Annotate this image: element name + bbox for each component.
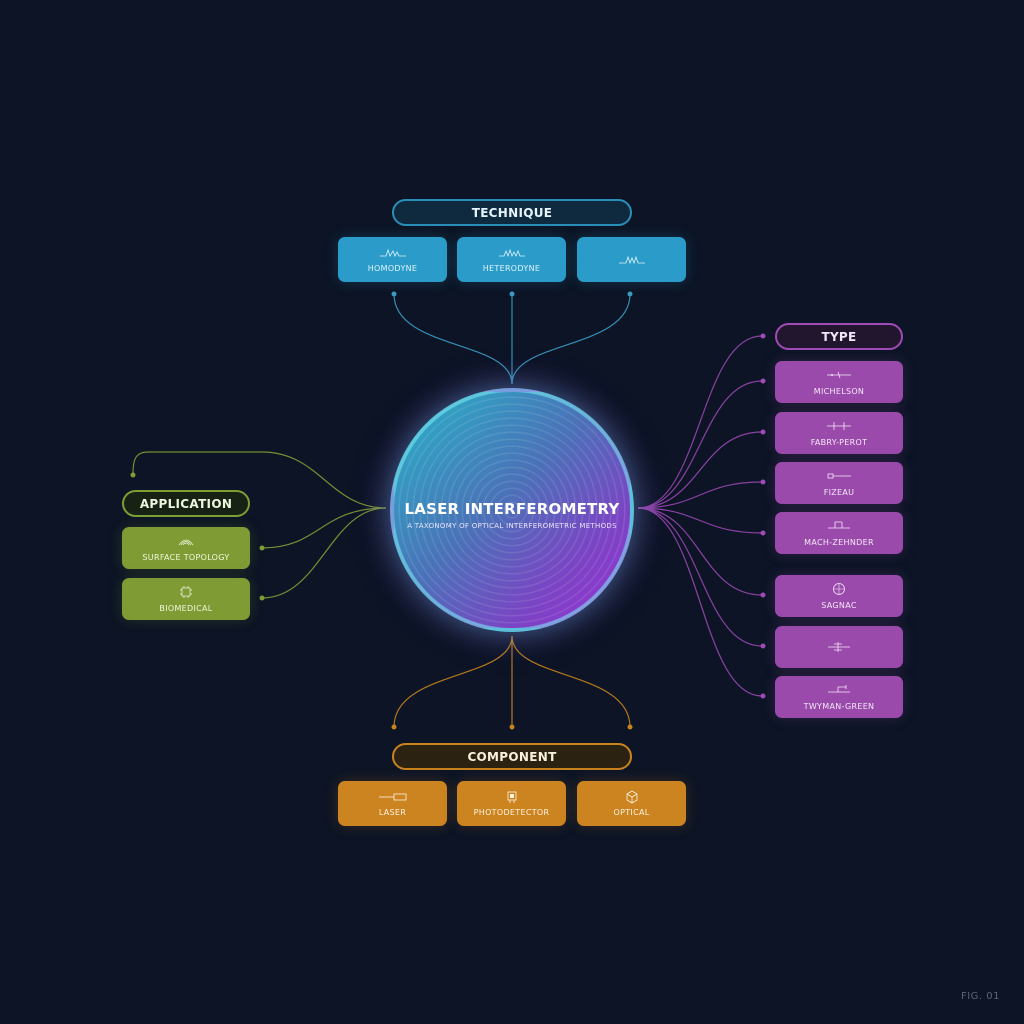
laser-icon — [378, 790, 408, 803]
type-node-sagnac: SAGNAC — [775, 575, 903, 617]
connector-dot-type-7 — [760, 693, 766, 699]
connector-type-1 — [637, 380, 763, 509]
type-label-michelson: MICHELSON — [813, 386, 865, 396]
type-header-label: TYPE — [821, 329, 857, 344]
application-label-surface-topology: SURFACE TOPOLOGY — [142, 552, 230, 562]
type-label-sagnac: SAGNAC — [821, 600, 857, 610]
technique-node-homodyne: HOMODYNE — [338, 237, 447, 282]
optical-bench-icon — [826, 684, 852, 697]
component-node-laser: LASER — [338, 781, 447, 826]
chip-icon — [179, 586, 193, 599]
application-label-biomedical: BIOMEDICAL — [159, 603, 213, 613]
type-node-fizeau: FIZEAU — [775, 462, 903, 504]
connector-application-1 — [261, 507, 387, 549]
connector-type-3 — [637, 481, 763, 509]
component-label-laser: LASER — [378, 808, 407, 817]
connector-dot-component-2 — [509, 724, 515, 730]
central-hub: LASER INTERFEROMETRY A TAXONOMY OF OPTIC… — [390, 388, 634, 632]
type-header: TYPE — [775, 323, 903, 350]
component-node-photodetector: PHOTODETECTOR — [457, 781, 566, 826]
component-header: COMPONENT — [392, 743, 632, 770]
connector-dot-type-3 — [760, 479, 766, 485]
connector-technique-1 — [393, 293, 513, 385]
mirror-path-icon — [826, 520, 852, 533]
figure-label: FIG. 01 — [960, 991, 1000, 1002]
connector-dot-type-1 — [760, 378, 766, 384]
cavity-icon — [826, 420, 852, 433]
arrow-path-icon — [826, 641, 852, 654]
connector-dot-application-header — [130, 472, 136, 478]
connector-application-2 — [261, 507, 387, 599]
connector-dot-component-3 — [627, 724, 633, 730]
ring-icon — [832, 583, 846, 596]
beam-icon — [826, 470, 852, 483]
technique-header-label: TECHNIQUE — [471, 205, 553, 220]
beam-splitter-icon — [826, 369, 852, 382]
connector-type-4 — [637, 507, 763, 534]
connector-dot-type-header — [760, 333, 766, 339]
type-node-twyman-green: TWYMAN-GREEN — [775, 676, 903, 718]
connector-dot-technique-3 — [627, 291, 633, 297]
type-label-twyman-green: TWYMAN-GREEN — [803, 701, 875, 711]
connector-type-7 — [637, 507, 763, 697]
component-label-optical: OPTICAL — [613, 808, 650, 817]
technique-label-homodyne: HOMODYNE — [367, 264, 418, 273]
technique-header: TECHNIQUE — [392, 199, 632, 226]
application-header: APPLICATION — [122, 490, 250, 517]
connector-dot-application-1 — [259, 545, 265, 551]
type-node-unlabeled — [775, 626, 903, 668]
connector-technique-3 — [511, 293, 631, 385]
type-node-fabry-perot: FABRY-PEROT — [775, 412, 903, 454]
connector-component-1 — [393, 635, 513, 728]
connector-application-header — [132, 451, 387, 509]
component-header-label: COMPONENT — [467, 749, 557, 764]
connector-dot-technique-1 — [391, 291, 397, 297]
application-node-surface-topology: SURFACE TOPOLOGY — [122, 527, 250, 569]
connector-dot-component-1 — [391, 724, 397, 730]
type-node-michelson: MICHELSON — [775, 361, 903, 403]
application-node-biomedical: BIOMEDICAL — [122, 578, 250, 620]
connector-type-2 — [637, 431, 763, 509]
component-node-optical: OPTICAL — [577, 781, 686, 826]
connector-component-3 — [511, 635, 631, 728]
waveform-icon — [618, 253, 645, 266]
application-header-label: APPLICATION — [139, 496, 233, 511]
waveform-icon — [379, 246, 406, 259]
connector-dot-type-2 — [760, 429, 766, 435]
component-label-photodetector: PHOTODETECTOR — [473, 808, 550, 817]
connector-type-header — [637, 335, 763, 509]
detector-icon — [505, 790, 519, 803]
connector-dot-type-6 — [760, 643, 766, 649]
waveform-icon — [498, 246, 525, 259]
cube-icon — [625, 790, 639, 803]
connector-dot-technique-2 — [509, 291, 515, 297]
connector-dot-application-2 — [259, 595, 265, 601]
type-label-fabry-perot: FABRY-PEROT — [810, 437, 868, 447]
type-label-mach-zehnder: MACH-ZEHNDER — [804, 537, 874, 547]
hub-title: LASER INTERFEROMETRY — [404, 500, 620, 518]
connector-type-6 — [637, 507, 763, 647]
technique-node-third — [577, 237, 686, 282]
type-label-fizeau: FIZEAU — [823, 487, 855, 497]
hub-subtitle: A TAXONOMY OF OPTICAL INTERFEROMETRIC ME… — [407, 522, 617, 530]
technique-label-heterodyne: HETERODYNE — [482, 264, 541, 273]
technique-node-heterodyne: HETERODYNE — [457, 237, 566, 282]
contour-icon — [178, 535, 194, 548]
connector-type-5 — [637, 507, 763, 596]
type-node-mach-zehnder: MACH-ZEHNDER — [775, 512, 903, 554]
connector-dot-type-4 — [760, 530, 766, 536]
connector-dot-type-5 — [760, 592, 766, 598]
